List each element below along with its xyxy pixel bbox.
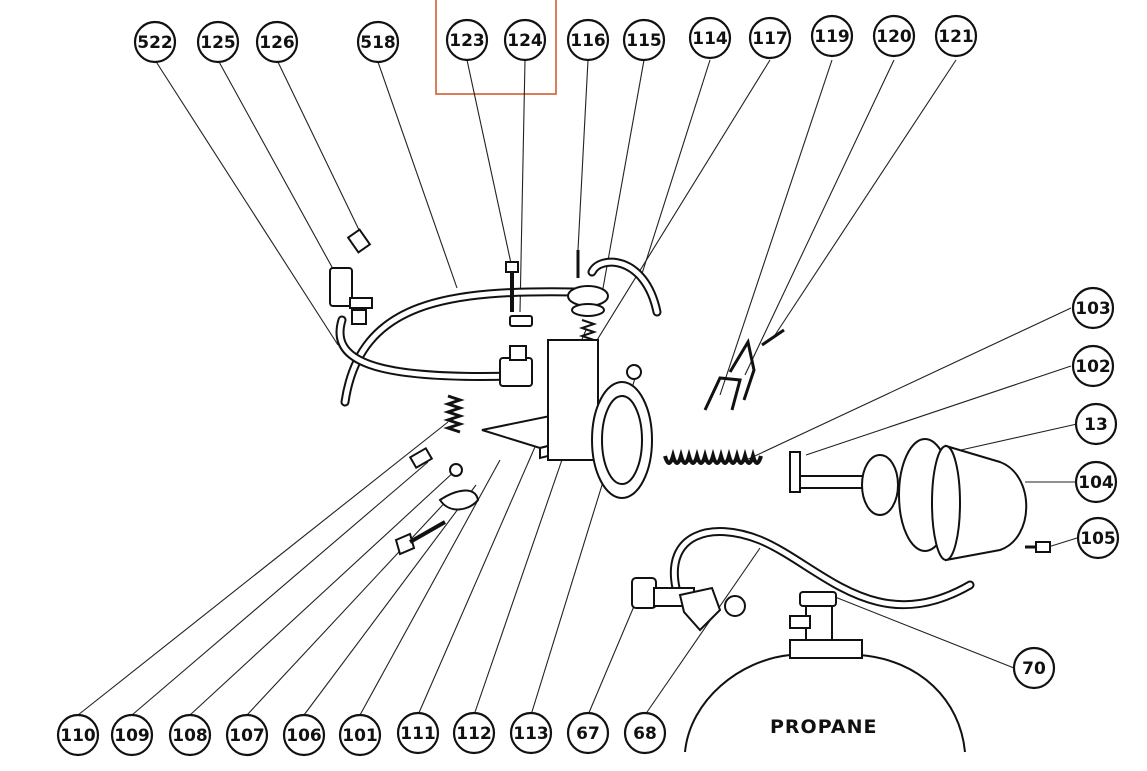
callout-124: 124 xyxy=(503,18,547,62)
callout-number: 109 xyxy=(114,726,150,746)
callout-111: 111 xyxy=(396,711,440,755)
callout-circle xyxy=(196,20,240,64)
callout-number: 108 xyxy=(172,726,208,746)
callout-number: 107 xyxy=(229,726,265,746)
callout-number: 112 xyxy=(456,724,492,744)
callout-circle xyxy=(810,14,854,58)
callout-number: 522 xyxy=(137,33,173,53)
callout-105: 105 xyxy=(1076,516,1120,560)
callout-circle xyxy=(356,20,400,64)
callout-circle xyxy=(133,20,177,64)
callout-circle xyxy=(396,711,440,755)
callout-number: 111 xyxy=(400,724,436,744)
callout-number: 119 xyxy=(814,27,850,47)
callout-number: 101 xyxy=(342,726,378,746)
callout-number: 110 xyxy=(60,726,96,746)
callout-68: 68 xyxy=(623,711,667,755)
callout-126: 126 xyxy=(255,20,299,64)
callout-522: 522 xyxy=(133,20,177,64)
label-bubbles: 522 125 126 518 123 124 116 115 114 117 119 120 121 1… xyxy=(56,14,1120,757)
callout-circle xyxy=(622,18,666,62)
callout-circle xyxy=(1074,402,1118,446)
callout-circle xyxy=(110,713,154,757)
callout-circle xyxy=(1076,516,1120,560)
callout-circle xyxy=(168,713,212,757)
callout-112: 112 xyxy=(452,711,496,755)
callout-circle xyxy=(225,713,269,757)
callout-123: 123 xyxy=(445,18,489,62)
callout-number: 105 xyxy=(1080,529,1116,549)
callout-number: 120 xyxy=(876,27,912,47)
callout-number: 70 xyxy=(1022,659,1046,679)
callout-circle xyxy=(445,18,489,62)
callout-125: 125 xyxy=(196,20,240,64)
callout-103: 103 xyxy=(1071,286,1115,330)
callout-121: 121 xyxy=(934,14,978,58)
callout-circle xyxy=(623,711,667,755)
callout-number: 102 xyxy=(1075,357,1111,377)
callout-circle xyxy=(872,14,916,58)
callout-number: 113 xyxy=(513,724,549,744)
callout-116: 116 xyxy=(566,18,610,62)
callout-120: 120 xyxy=(872,14,916,58)
callout-13: 13 xyxy=(1074,402,1118,446)
callout-circle xyxy=(509,711,553,755)
callout-circle xyxy=(338,713,382,757)
callout-number: 116 xyxy=(570,31,606,51)
callout-104: 104 xyxy=(1074,460,1118,504)
parts xyxy=(329,228,1051,753)
callout-101: 101 xyxy=(338,713,382,757)
callout-circle xyxy=(56,713,100,757)
callout-number: 518 xyxy=(360,33,396,53)
callout-number: 126 xyxy=(259,33,295,53)
highlight-box xyxy=(435,0,557,95)
callout-number: 103 xyxy=(1075,299,1111,319)
callout-circle xyxy=(255,20,299,64)
callout-circle xyxy=(1012,646,1056,690)
callout-circle xyxy=(934,14,978,58)
callout-number: 114 xyxy=(692,29,728,49)
callout-number: 115 xyxy=(626,31,662,51)
callout-117: 117 xyxy=(748,16,792,60)
callout-number: 13 xyxy=(1084,415,1108,435)
callout-circle xyxy=(566,711,610,755)
callout-518: 518 xyxy=(356,20,400,64)
callout-circle xyxy=(452,711,496,755)
callout-number: 117 xyxy=(752,29,788,49)
callout-114: 114 xyxy=(688,16,732,60)
callout-115: 115 xyxy=(622,18,666,62)
callout-circle xyxy=(1071,344,1115,388)
callout-70: 70 xyxy=(1012,646,1056,690)
callout-109: 109 xyxy=(110,713,154,757)
callout-119: 119 xyxy=(810,14,854,58)
callout-number: 104 xyxy=(1078,473,1114,493)
callout-number: 123 xyxy=(449,31,485,51)
callout-102: 102 xyxy=(1071,344,1115,388)
callout-113: 113 xyxy=(509,711,553,755)
callout-107: 107 xyxy=(225,713,269,757)
callout-circle xyxy=(282,713,326,757)
callout-circle xyxy=(1071,286,1115,330)
callout-circle xyxy=(748,16,792,60)
callout-number: 124 xyxy=(507,31,543,51)
tank-label: PROPANE xyxy=(770,716,877,738)
callout-number: 106 xyxy=(286,726,322,746)
callout-circle xyxy=(566,18,610,62)
callout-circle xyxy=(1074,460,1118,504)
callout-number: 125 xyxy=(200,33,236,53)
callout-number: 67 xyxy=(576,724,600,744)
callout-number: 121 xyxy=(938,27,974,47)
callout-106: 106 xyxy=(282,713,326,757)
callout-108: 108 xyxy=(168,713,212,757)
callout-110: 110 xyxy=(56,713,100,757)
callout-67: 67 xyxy=(566,711,610,755)
callout-circle xyxy=(688,16,732,60)
callout-circle xyxy=(503,18,547,62)
callout-number: 68 xyxy=(633,724,657,744)
